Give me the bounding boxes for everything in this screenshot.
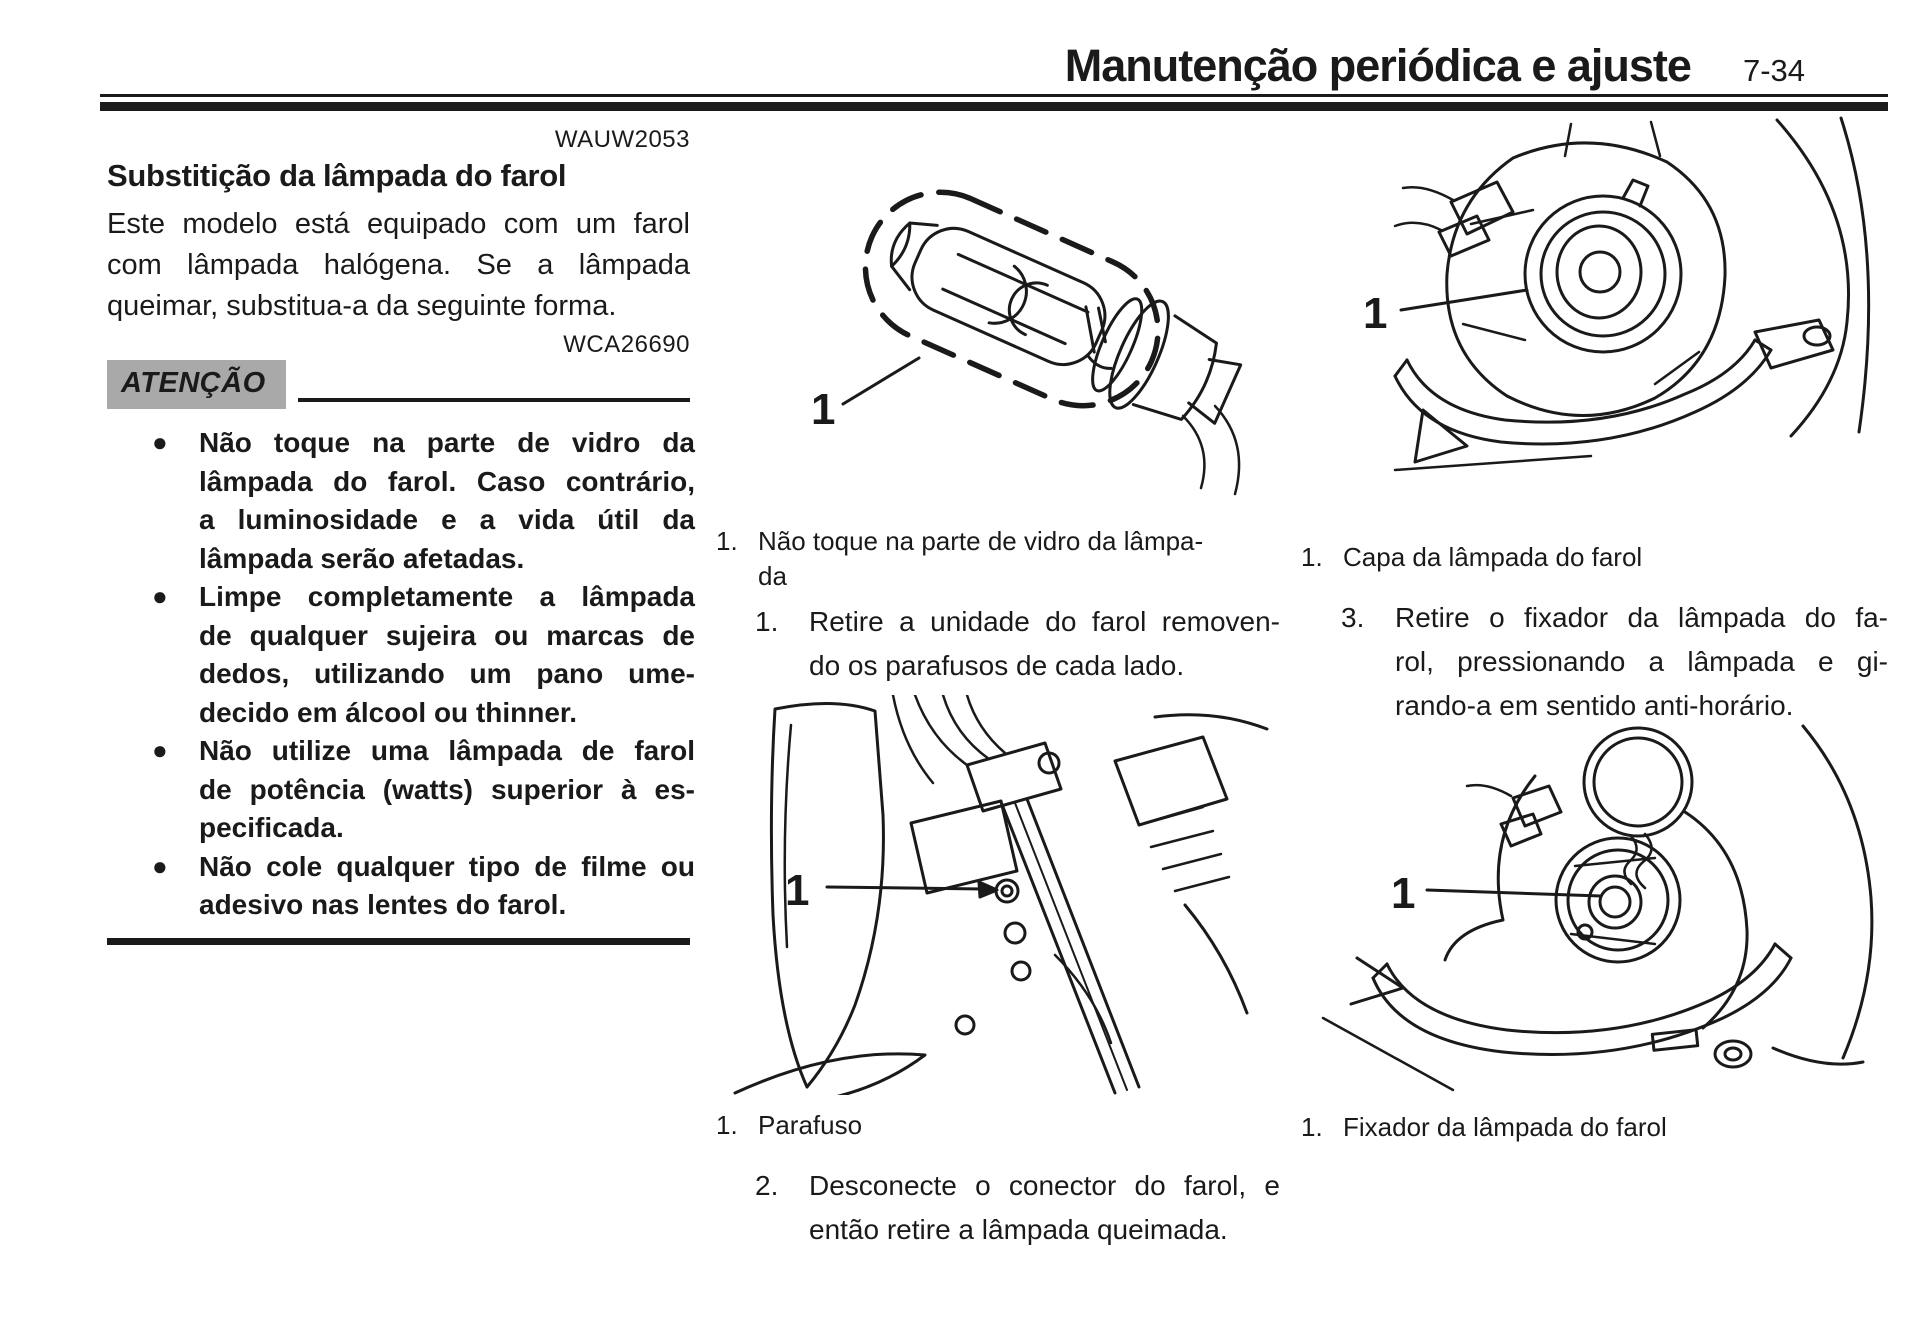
text-line: Não toque na parte de vidro da lâmpa-: [758, 526, 1204, 556]
attention-header: ATENÇÃO: [107, 360, 690, 409]
text-line: Não utilize uma lâmpada de farol: [199, 735, 695, 766]
text-line: Este modelo está equipado com um farol: [107, 208, 690, 240]
figure-number-plate-screw: 1: [715, 695, 1280, 1095]
text-line: então retire a lâmpada queimada.: [809, 1214, 1228, 1245]
callout-leader-line: [825, 885, 985, 891]
figure-number-plate-svg: 1: [733, 695, 1269, 1095]
chapter-title: Manutenção periódica e ajuste: [1064, 40, 1692, 91]
step-text: Desconecte o conector do farol, e então …: [809, 1164, 1280, 1252]
intro-paragraph: Este modelo está equipado com um farol c…: [107, 204, 690, 327]
reference-code-mid: WCA26690: [563, 331, 690, 358]
figure-headlight-cover-svg: 1: [1363, 116, 1871, 472]
text-line: Fixador da lâmpada do farol: [1343, 1112, 1667, 1142]
text-line: Retire a unidade do farol removen-: [809, 606, 1280, 637]
text-line: decido em álcool ou thinner.: [199, 696, 578, 728]
page-header: Manutenção periódica e ajuste 7-34: [1065, 40, 1805, 92]
illustration-linework: [733, 695, 1269, 1095]
figure-bulb-holder-svg: 1: [1321, 724, 1874, 1092]
figure-callout-1: 1: [811, 385, 835, 434]
text-line: Retire o fixador da lâmpada do fa-: [1395, 602, 1888, 633]
callout-arrowhead: [977, 880, 999, 899]
text-line: Não toque na parte de vidro da: [199, 427, 695, 458]
figure-callout-1: 1: [1363, 289, 1387, 338]
caption-text: Fixador da lâmpada do farol: [1343, 1110, 1883, 1145]
text-line: Não cole qualquer tipo de filme ou: [199, 850, 695, 882]
warning-item: ● Limpe completamente a lâmpada de qualq…: [107, 578, 695, 732]
text-line: de qualquer sujeira ou marcas de: [199, 619, 695, 651]
caption-number: 1.: [716, 1110, 738, 1140]
caption-bulb: 1. Não toque na parte de vidro da lâmpa-…: [716, 524, 1278, 594]
text-line: pecificada.: [199, 812, 344, 843]
figure-bulb-holder: 1: [1303, 718, 1888, 1103]
text-line: Limpe completamente a lâmpada: [199, 581, 695, 612]
step-text: Retire a unidade do farol removen- do os…: [809, 600, 1280, 688]
figure-headlight-cover: 1: [1303, 114, 1888, 514]
illustration-linework: [1393, 116, 1871, 472]
bullet-dot: ●: [152, 427, 168, 457]
bullet-dot: ●: [152, 581, 168, 611]
text-line: lâmpada do farol. Caso contrário,: [199, 465, 695, 497]
header-rule-thin: [100, 94, 1888, 97]
text-line: Capa da lâmpada do farol: [1343, 542, 1643, 572]
caption-cover: 1. Capa da lâmpada do farol: [1301, 540, 1883, 575]
text-line: adesivo nas lentes do farol.: [199, 889, 567, 920]
page-number: 7-34: [1742, 53, 1805, 88]
figure-callout-1: 1: [785, 866, 809, 915]
text-line: dedos, utilizando um pano ume-: [199, 658, 695, 689]
callout-leader-line: [1425, 888, 1603, 898]
text-line: rando-a em sentido anti-horário.: [1395, 690, 1794, 721]
reference-code-top: WAUW2053: [554, 126, 690, 153]
bullet-dot: ●: [152, 850, 168, 881]
text-line: queimar, substitua-a da seguinte forma.: [107, 290, 617, 322]
warning-item: ● Não toque na parte de vidro da lâmpada…: [107, 424, 695, 578]
warning-item: ● Não utilize uma lâmpada de farol de po…: [107, 732, 695, 848]
text-line: Parafuso: [758, 1110, 863, 1140]
text-line: da: [758, 561, 787, 591]
caption-screw: 1. Parafuso: [716, 1108, 1278, 1143]
header-rule-thick: [100, 102, 1888, 111]
procedure-step-1: 1. Retire a unidade do farol removen- do…: [755, 600, 1280, 688]
bullet-dot: ●: [152, 735, 168, 765]
procedure-step-2: 2. Desconecte o conector do farol, e ent…: [755, 1164, 1280, 1252]
figure-callout-1: 1: [1391, 869, 1415, 918]
illustration-linework: [841, 189, 1243, 496]
text-line: do os parafusos de cada lado.: [809, 650, 1185, 681]
section-title: Substitição da lâmpada do farol: [107, 158, 567, 193]
warning-item: ● Não cole qualquer tipo de filme ou ade…: [107, 848, 695, 925]
text-line: a luminosidade e a vida útil da: [199, 504, 695, 535]
caption-text: Capa da lâmpada do farol: [1343, 540, 1883, 575]
step-number: 3.: [1341, 602, 1365, 633]
callout-leader-line: [841, 356, 921, 406]
illustration-linework: [1321, 724, 1874, 1092]
attention-label: ATENÇÃO: [107, 360, 286, 409]
step-text: Retire o fixador da lâmpada do fa- rol, …: [1395, 596, 1888, 728]
text-line: de potência (watts) superior à es-: [199, 773, 695, 805]
caption-number: 1.: [716, 526, 738, 556]
text-line: Desconecte o conector do farol, e: [809, 1170, 1280, 1201]
attention-rule: [297, 398, 690, 402]
step-number: 1.: [755, 606, 779, 637]
caption-number: 1.: [1301, 542, 1323, 572]
warning-list: ● Não toque na parte de vidro da lâmpada…: [107, 424, 695, 925]
caption-text: Não toque na parte de vidro da lâmpa- da: [758, 524, 1278, 594]
callout-leader-line: [1399, 288, 1529, 312]
section-end-rule: [107, 938, 690, 945]
figure-halogen-bulb: 1: [715, 116, 1280, 514]
step-number: 2.: [755, 1170, 779, 1201]
text-line: rol, pressionando a lâmpada e gi-: [1395, 646, 1888, 677]
text-line: com lâmpada halógena. Se a lâmpada: [107, 249, 690, 281]
text-line: lâmpada serão afetadas.: [199, 542, 525, 574]
figure-halogen-bulb-svg: 1: [811, 189, 1243, 496]
caption-number: 1.: [1301, 1112, 1323, 1142]
procedure-step-3: 3. Retire o fixador da lâmpada do fa- ro…: [1341, 596, 1888, 728]
caption-holder: 1. Fixador da lâmpada do farol: [1301, 1110, 1883, 1145]
caption-text: Parafuso: [758, 1108, 1278, 1143]
